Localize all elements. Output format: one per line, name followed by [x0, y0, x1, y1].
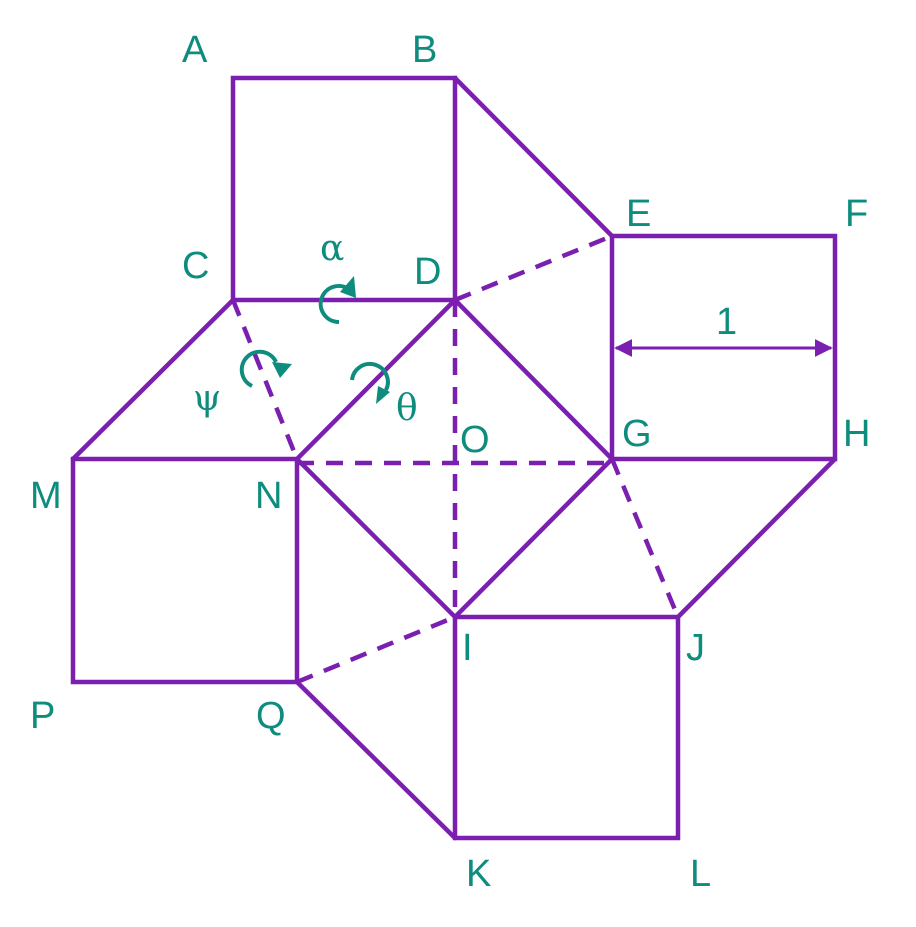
dash-gj	[609, 458, 681, 618]
vertex-k-label: K	[466, 853, 491, 895]
vertex-f-label: F	[845, 193, 868, 235]
vertex-o-label: O	[460, 419, 490, 461]
dash-qi	[296, 614, 456, 685]
edge-cm	[70, 297, 236, 462]
dash-de	[454, 233, 613, 303]
rotation-alpha-icon	[318, 276, 356, 325]
vertex-h-label: H	[843, 413, 870, 455]
edge-be	[452, 75, 615, 239]
central-square-dgin	[293, 296, 616, 621]
rotation-theta-icon	[350, 362, 390, 404]
vertex-p-label: P	[30, 695, 55, 737]
vertex-a-label: A	[182, 29, 208, 71]
vertex-n-label: N	[255, 475, 282, 517]
solid-edges	[70, 75, 838, 841]
vertex-g-label: G	[622, 413, 652, 455]
vertex-m-label: M	[30, 475, 62, 517]
rotation-psi-icon	[239, 349, 292, 388]
dashed-edges	[230, 233, 681, 685]
vertex-j-label: J	[686, 627, 705, 669]
vertex-q-label: Q	[256, 695, 286, 737]
vertex-labels: A B C D E F G H O M N I J P Q K L	[30, 29, 870, 895]
angle-theta-label: θ	[396, 388, 418, 429]
vertex-i-label: I	[462, 627, 473, 669]
angle-psi-label: ψ	[193, 378, 221, 419]
vertex-e-label: E	[626, 193, 651, 235]
vertex-l-label: L	[690, 853, 711, 895]
angle-alpha-label: α	[320, 228, 344, 269]
edge-qk	[294, 679, 458, 841]
dimension-label: 1	[716, 301, 737, 343]
vertex-d-label: D	[414, 251, 441, 293]
square-ijlk	[452, 614, 681, 841]
vertex-c-label: C	[182, 245, 209, 287]
vertex-b-label: B	[412, 29, 437, 71]
edge-hj	[675, 456, 838, 620]
